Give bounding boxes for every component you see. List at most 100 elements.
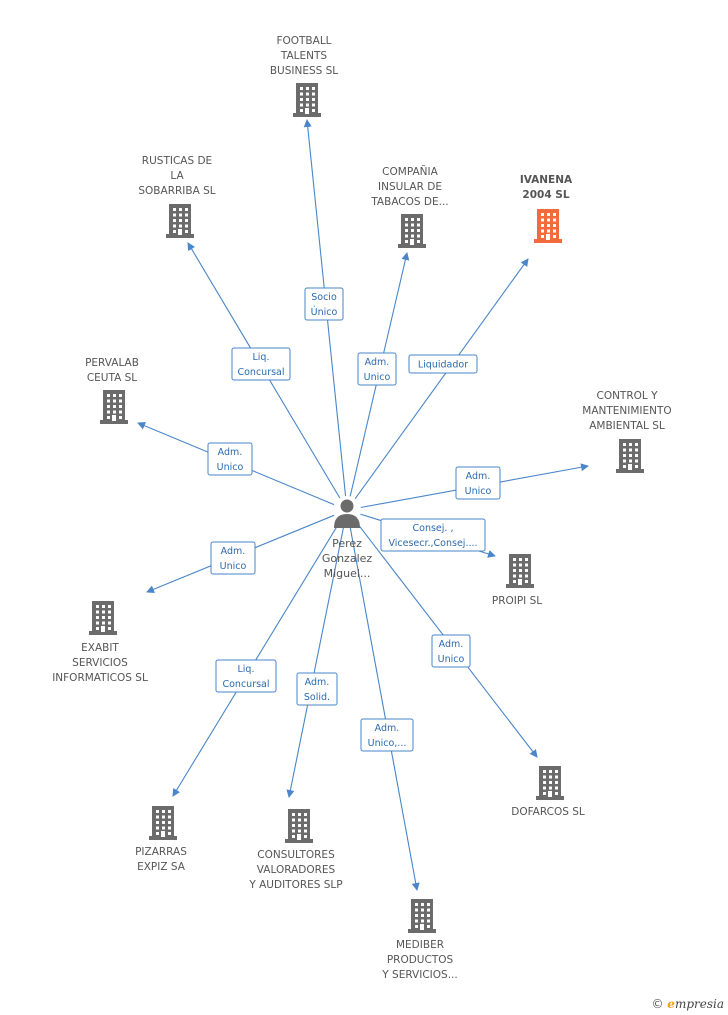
center-node[interactable]: PerezGonzalezMiguel... <box>322 499 373 581</box>
edge-line <box>286 523 345 798</box>
edge-compania-insular[interactable]: Adm. Unico <box>349 252 410 497</box>
edge-label-text: Adm. <box>218 447 243 458</box>
edge-label-box <box>304 287 344 321</box>
node-label: INFORMATICOS SL <box>52 672 148 684</box>
edge-label-text: Unico <box>364 372 391 383</box>
edge-label-text: Socio <box>311 292 337 303</box>
edge-mediber[interactable]: Adm. Unico,... <box>348 523 420 891</box>
node-label: COMPAÑIA <box>382 165 438 178</box>
node-control-mantenimiento[interactable]: CONTROL Y MANTENIMIENTO AMBIENTAL SL <box>582 390 672 473</box>
node-label: EXPIZ SA <box>137 861 186 873</box>
building-icon <box>149 806 177 840</box>
node-label: TABACOS DE... <box>370 196 448 208</box>
edge-exabit[interactable]: Adm.Unico <box>146 514 335 594</box>
copyright-symbol: © <box>651 997 664 1011</box>
edge-dofarcos[interactable]: Adm. Unico <box>355 520 538 758</box>
node-label: EXABIT <box>81 642 119 654</box>
edge-line <box>172 521 341 797</box>
node-label: VALORADORES <box>257 864 336 876</box>
edge-label-text: Adm. <box>439 639 464 650</box>
node-label: BUSINESS SL <box>270 65 338 77</box>
node-label: DOFARCOS SL <box>511 806 585 818</box>
node-label: INSULAR DE <box>378 181 442 193</box>
edge-label-text: Adm. <box>305 677 330 688</box>
person-icon <box>334 499 360 528</box>
empresia-logo: empresia <box>667 997 724 1011</box>
building-icon <box>506 554 534 588</box>
node-pizarras-expiz[interactable]: PIZARRAS EXPIZ SA <box>135 806 187 873</box>
building-icon <box>398 214 426 248</box>
node-label: MANTENIMIENTO <box>582 405 671 417</box>
edge-consultores-valoradores[interactable]: Adm. Solid. <box>286 523 345 798</box>
edge-label-text: Consej. , <box>413 523 454 534</box>
edges-layer: SocioÚnicoLiq.ConcursalAdm.UnicoLiquidad… <box>137 119 589 891</box>
node-label: CEUTA SL <box>87 372 137 384</box>
edge-label-box <box>360 718 414 752</box>
node-label: CONTROL Y <box>596 390 658 402</box>
edge-label-text: Adm. <box>365 357 390 368</box>
node-label: TALENTS <box>280 50 328 62</box>
node-label: SERVICIOS <box>72 657 128 669</box>
node-football-talents[interactable]: FOOTBALL TALENTS BUSINESS SL <box>270 35 338 117</box>
edge-label-text: Unico <box>220 561 247 572</box>
node-label: 2004 SL <box>522 189 569 201</box>
edge-label-text: Unico,... <box>368 738 407 749</box>
node-label: IVANENA <box>520 174 573 186</box>
node-dofarcos[interactable]: DOFARCOS SL <box>511 766 585 818</box>
node-proipi[interactable]: PROIPI SL <box>492 554 542 607</box>
node-label: CONSULTORES <box>257 849 335 861</box>
node-label: Y AUDITORES SLP <box>248 879 342 891</box>
node-exabit[interactable]: EXABIT SERVICIOS INFORMATICOS SL <box>52 601 148 684</box>
edge-line <box>354 258 529 499</box>
edge-label-box <box>455 466 501 500</box>
edge-ivanena-2004[interactable]: Liquidador <box>354 258 529 499</box>
building-icon <box>285 809 313 843</box>
edge-label-box <box>296 672 338 706</box>
edge-label-text: Unico <box>438 654 465 665</box>
building-icon <box>616 439 644 473</box>
node-consultores-valoradores[interactable]: CONSULTORES VALORADORES Y AUDITORES SLP <box>248 809 343 891</box>
node-label: PIZARRAS <box>135 846 187 858</box>
footer-brand: © empresia <box>651 997 724 1011</box>
node-label: PRODUCTOS <box>387 954 454 966</box>
edge-label-text: Solid. <box>304 692 330 703</box>
edge-label-text: Unico <box>465 486 492 497</box>
edge-label-text: Adm. <box>375 723 400 734</box>
node-pervalab-ceuta[interactable]: PERVALAB CEUTA SL <box>85 357 139 424</box>
node-label: PERVALAB <box>85 357 139 369</box>
building-icon <box>100 390 128 424</box>
node-label: LA <box>170 170 184 182</box>
node-label: FOOTBALL <box>276 35 331 47</box>
center-label: Miguel... <box>324 567 371 580</box>
node-compania-insular[interactable]: COMPAÑIA INSULAR DE TABACOS DE... <box>370 165 449 248</box>
edge-label-text: Liq. <box>253 352 270 363</box>
edge-label-text: Liquidador <box>418 360 468 371</box>
building-icon <box>408 899 436 933</box>
edge-label-text: Concursal <box>222 679 269 690</box>
node-ivanena-2004[interactable]: IVANENA 2004 SL <box>520 174 573 243</box>
node-label: PROIPI SL <box>492 595 542 607</box>
edge-control-mantenimiento[interactable]: Adm. Unico <box>360 463 589 509</box>
edge-proipi[interactable]: Consej. , Vicesecr.,Consej.... <box>360 513 496 558</box>
building-icon <box>89 601 117 635</box>
edge-label-box <box>210 541 256 575</box>
edge-label-text: Unico <box>217 462 244 473</box>
edge-label-box <box>380 518 486 552</box>
edge-label-text: Vicesecr.,Consej.... <box>388 538 477 549</box>
edge-pizarras-expiz[interactable]: Liq. Concursal <box>172 521 341 797</box>
center-label: Perez <box>332 537 362 550</box>
node-label: SOBARRIBA SL <box>138 185 215 197</box>
edge-rusticas-sobarriba[interactable]: Liq. Concursal <box>187 242 341 499</box>
edge-line <box>348 523 420 891</box>
edge-label-text: Concursal <box>237 367 284 378</box>
edge-label-text: Adm. <box>466 471 491 482</box>
edge-label-text: Liq. <box>238 664 255 675</box>
edge-label-box <box>231 347 291 381</box>
edge-pervalab-ceuta[interactable]: Adm. Unico <box>137 421 335 506</box>
node-label: AMBIENTAL SL <box>589 420 665 432</box>
center-label: Gonzalez <box>322 552 373 565</box>
